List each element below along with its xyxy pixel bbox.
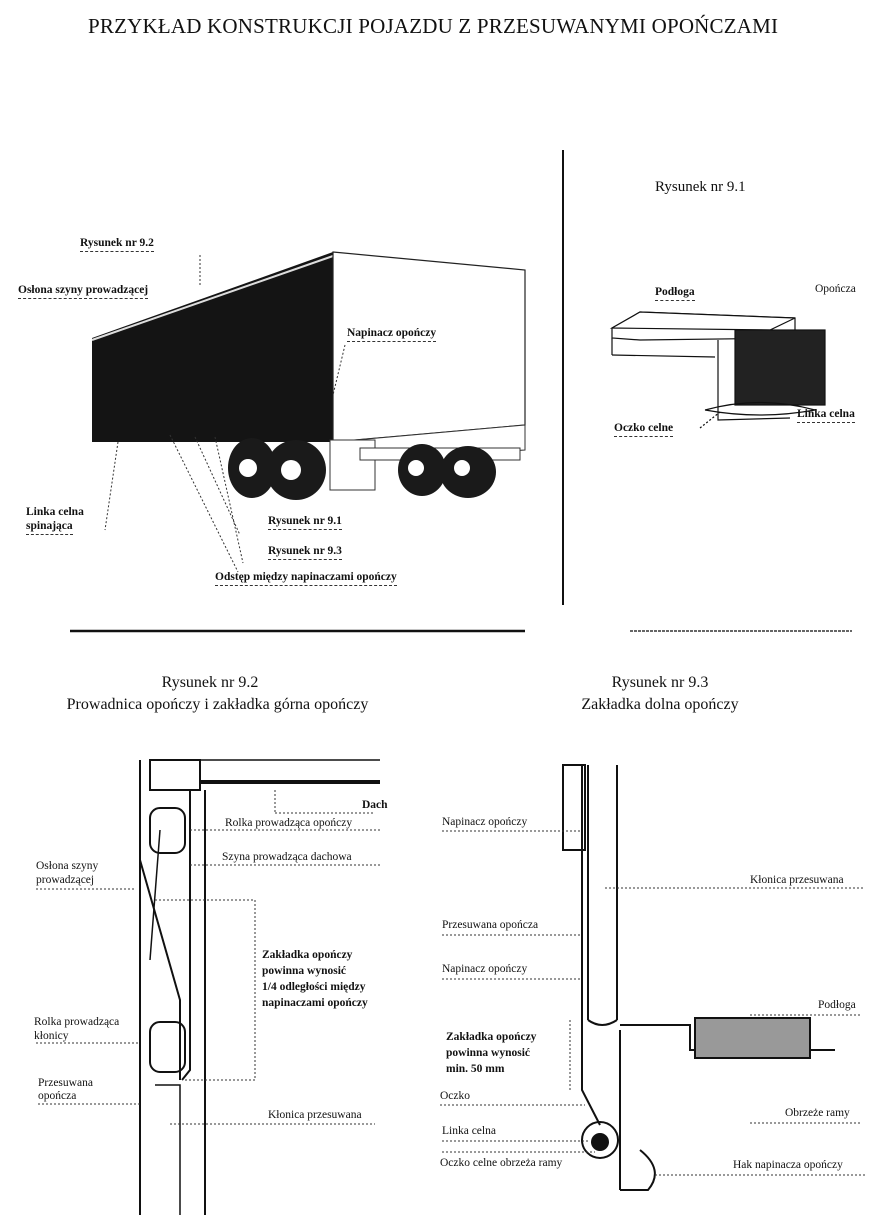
fig92-label-rolka-klonicy-2: kłonicy [34, 1030, 69, 1042]
truck-label-fig91: Rysunek nr 9.1 [268, 514, 342, 530]
truck-label-napinacz: Napinacz opończy [347, 326, 437, 342]
truck-label-oslona: Osłona szyny prowadzącej [18, 283, 149, 299]
truck-label-odstep: Odstęp między napinaczami opończy [215, 570, 397, 586]
fig91-label-oczko: Oczko celne [614, 421, 674, 437]
fig93-label-linka: Linka celna [442, 1125, 496, 1137]
fig92-label-oslona-1: Osłona szyny [36, 860, 99, 872]
fig93-label-klonica: Kłonica przesuwana [750, 874, 844, 886]
fig91-caption: Rysunek nr 9.1 [655, 179, 746, 195]
truck-label-linka-1: Linka celna [26, 506, 84, 518]
fig93-label-hak: Hak napinacza opończy [733, 1159, 843, 1171]
fig92-label-klonica: Kłonica przesuwana [268, 1109, 362, 1121]
fig92-subtitle: Prowadnica opończy i zakładka górna opoń… [66, 696, 369, 713]
page-title: PRZYKŁAD KONSTRUKCJI POJAZDU Z PRZESUWAN… [88, 14, 779, 38]
fig92-illustration [36, 759, 380, 1215]
fig92-label-rolka-klonicy-1: Rolka prowadząca [34, 1016, 120, 1028]
fig93-label-obrzeze: Obrzeże ramy [785, 1107, 850, 1119]
fig93-label-napinacz-top: Napinacz opończy [442, 816, 528, 828]
fig93-label-napinacz-mid: Napinacz opończy [442, 963, 528, 975]
fig91-label-linka: Linka celna [797, 407, 855, 423]
fig91-label-podloga: Podłoga [655, 285, 695, 301]
fig93-label-oczko-celne: Oczko celne obrzeża ramy [440, 1157, 563, 1169]
fig92-label-zakladka-2: powinna wynosić [262, 965, 347, 977]
truck-label-linka-2: spinająca [26, 519, 73, 535]
fig92-label-przesuwana-1: Przesuwana [38, 1077, 93, 1089]
fig92-caption: Rysunek nr 9.2 [161, 674, 259, 691]
fig91-illustration [609, 311, 826, 429]
fig93-label-zakladka-1: Zakładka opończy [446, 1031, 537, 1043]
fig93-caption: Rysunek nr 9.3 [611, 674, 709, 691]
fig93-label-przesuwana: Przesuwana opończa [442, 919, 539, 931]
fig93-label-oczko: Oczko [440, 1090, 471, 1102]
trailer-illustration [91, 251, 526, 573]
fig92-label-przesuwana-2: opończa [38, 1090, 77, 1102]
fig93-label-podloga: Podłoga [818, 999, 856, 1011]
fig93-label-zakladka-3: min. 50 mm [446, 1063, 505, 1075]
fig92-label-zakladka-1: Zakładka opończy [262, 949, 353, 961]
fig93-subtitle: Zakładka dolna opończy [581, 696, 739, 713]
fig92-label-zakladka-4: napinaczami opończy [262, 997, 368, 1009]
fig92-label-zakladka-3: 1/4 odległości między [262, 981, 366, 993]
fig92-label-szyna: Szyna prowadząca dachowa [222, 851, 352, 863]
fig91-label-oponcza: Opończa [815, 283, 856, 295]
fig93-illustration [440, 764, 865, 1191]
truck-label-fig93: Rysunek nr 9.3 [268, 544, 342, 560]
truck-label-fig92: Rysunek nr 9.2 [80, 236, 154, 252]
fig92-label-rolka-oponczy: Rolka prowadząca opończy [225, 817, 353, 829]
fig93-label-zakladka-2: powinna wynosić [446, 1047, 531, 1059]
fig92-label-dach: Dach [362, 799, 388, 811]
fig92-label-oslona-2: prowadzącej [36, 874, 95, 886]
